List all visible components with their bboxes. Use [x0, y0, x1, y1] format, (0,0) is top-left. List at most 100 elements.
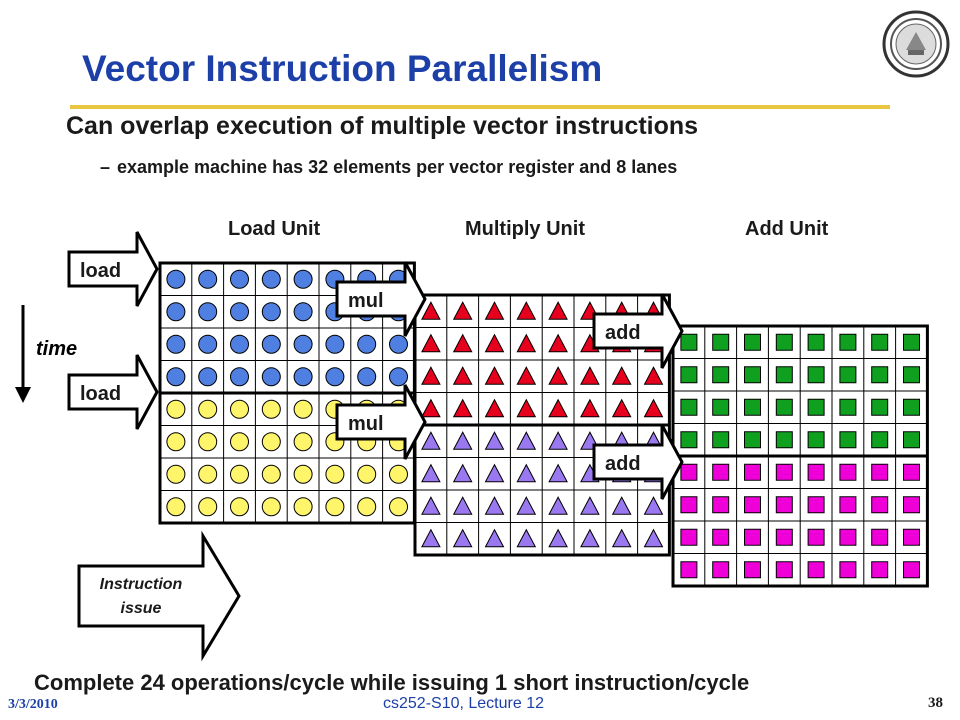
multiply-element-triangle	[421, 528, 441, 548]
add-element-square	[712, 528, 730, 546]
multiply-unit-label: Multiply Unit	[465, 218, 585, 240]
load-element-circle	[198, 497, 218, 517]
multiply-element-triangle	[611, 398, 632, 418]
multiply-element-triangle	[484, 301, 505, 320]
multiply-element-triangle	[516, 398, 537, 418]
load-element-circle	[198, 432, 218, 452]
multiply-element-triangle	[516, 333, 537, 353]
load-element-circle	[325, 334, 345, 354]
add-element-square	[775, 398, 793, 416]
arrow-shape	[67, 231, 159, 307]
footer-date: 3/3/2010	[8, 697, 58, 712]
multiply-element-triangle	[452, 301, 473, 320]
add-element-square	[903, 561, 920, 579]
add-element-square	[744, 333, 761, 351]
instruction-label: load	[80, 260, 121, 282]
multiply-element-triangle	[484, 431, 505, 450]
multiply-element-triangle	[421, 398, 441, 418]
load-element-circle	[230, 334, 249, 354]
add-element-square	[775, 463, 793, 481]
add-element-square	[775, 333, 793, 351]
add-element-square	[744, 463, 761, 481]
add-element-square	[775, 431, 793, 449]
load-element-circle	[389, 367, 408, 387]
multiply-element-triangle	[516, 301, 537, 320]
arrow-shape	[77, 530, 241, 662]
add-unit-grid	[671, 324, 929, 588]
load-element-circle	[166, 432, 186, 452]
add-element-square	[903, 333, 920, 351]
multiply-element-triangle	[452, 528, 473, 548]
multiply-element-triangle	[484, 463, 505, 483]
multiply-element-triangle	[580, 366, 600, 385]
add-element-square	[839, 398, 857, 416]
add-element-square	[744, 431, 761, 449]
add-element-square	[680, 561, 698, 579]
load-element-circle	[293, 497, 313, 517]
load-element-circle	[389, 464, 408, 484]
load-element-circle	[357, 464, 377, 484]
instruction-label: add	[605, 322, 641, 344]
add-element-square	[712, 333, 730, 351]
add-element-square	[903, 528, 920, 546]
add-instruction-arrow: add	[592, 424, 684, 500]
instruction-label: add	[605, 453, 641, 475]
multiply-element-triangle	[421, 301, 441, 320]
arrow-shape	[67, 354, 159, 430]
load-element-circle	[389, 497, 408, 517]
multiply-element-triangle	[516, 528, 537, 548]
multiply-element-triangle	[611, 366, 632, 385]
footer-course: cs252-S10, Lecture 12	[383, 695, 544, 712]
load-instruction-arrow: load	[67, 231, 159, 307]
add-element-square	[871, 528, 889, 546]
arrow-shape	[335, 384, 427, 460]
multiply-element-triangle	[548, 496, 568, 515]
add-element-square	[871, 333, 889, 351]
multiply-element-triangle	[580, 398, 600, 418]
multiply-element-triangle	[484, 528, 505, 548]
load-element-circle	[293, 302, 313, 322]
add-element-square	[744, 366, 761, 384]
load-element-circle	[293, 269, 313, 289]
add-element-square	[712, 496, 730, 514]
load-element-circle	[261, 464, 281, 484]
load-unit-label: Load Unit	[228, 218, 321, 240]
add-element-square	[807, 366, 825, 384]
multiply-element-triangle	[421, 463, 441, 483]
load-element-circle	[198, 367, 218, 387]
add-element-square	[807, 431, 825, 449]
add-element-square	[871, 496, 889, 514]
multiply-element-triangle	[421, 496, 441, 515]
load-element-circle	[166, 399, 186, 419]
multiply-element-triangle	[421, 431, 441, 450]
add-element-square	[871, 561, 889, 579]
add-element-square	[680, 398, 698, 416]
multiply-element-triangle	[452, 333, 473, 353]
add-element-square	[903, 463, 920, 481]
load-element-circle	[389, 334, 408, 354]
page-number: 38	[928, 695, 943, 711]
load-element-circle	[230, 367, 249, 387]
add-element-square	[839, 333, 857, 351]
add-element-square	[680, 463, 698, 481]
multiply-element-triangle	[643, 496, 664, 515]
multiply-element-triangle	[452, 496, 473, 515]
load-element-circle	[357, 334, 377, 354]
multiply-element-triangle	[452, 431, 473, 450]
load-element-circle	[230, 399, 249, 419]
add-element-square	[712, 561, 730, 579]
add-element-square	[903, 496, 920, 514]
load-element-circle	[166, 464, 186, 484]
add-element-square	[775, 366, 793, 384]
multiply-element-triangle	[452, 463, 473, 483]
instruction-issue-label: issue	[121, 600, 162, 617]
arrow-shape	[335, 261, 427, 337]
add-element-square	[839, 561, 857, 579]
add-element-square	[903, 398, 920, 416]
load-element-circle	[357, 497, 377, 517]
add-element-square	[839, 463, 857, 481]
mul-unit-grid	[413, 293, 671, 557]
multiply-element-triangle	[484, 333, 505, 353]
load-element-circle	[293, 399, 313, 419]
